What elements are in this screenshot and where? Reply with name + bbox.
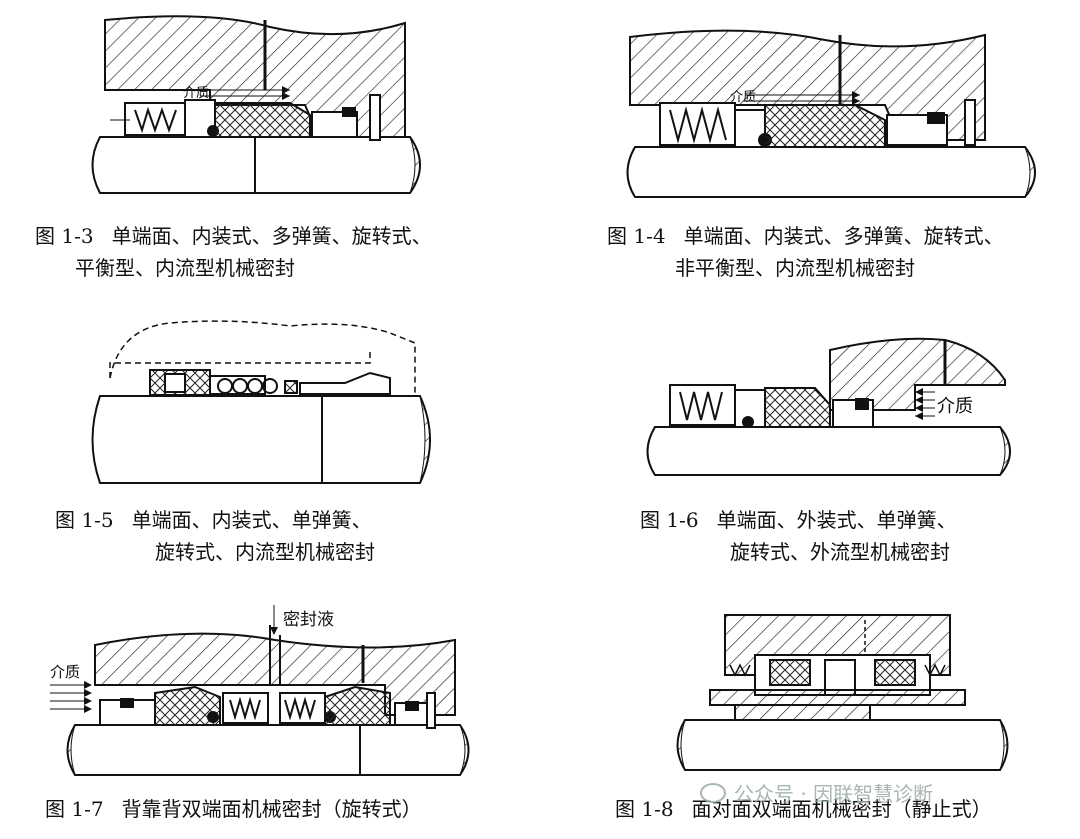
sealing-fluid-label: 密封液 xyxy=(283,610,334,630)
caption-line-1: 单端面、内装式、单弹簧、 xyxy=(131,508,372,532)
figure-number: 图 1-8 xyxy=(615,797,674,821)
caption-line-1: 背靠背双端面机械密封（旋转式） xyxy=(121,797,422,821)
seal-drawing-1-8 xyxy=(676,614,1009,771)
caption-1-7: 图 1-7 背靠背双端面机械密封（旋转式） xyxy=(45,793,485,825)
caption-line-1: 单端面、内装式、多弹簧、旋转式、 xyxy=(683,224,1004,248)
caption-1-8: 图 1-8 面对面双端面机械密封（静止式） xyxy=(615,793,1055,825)
caption-line-1: 单端面、内装式、多弹簧、旋转式、 xyxy=(111,224,432,248)
figure-1-8: 图 1-8 面对面双端面机械密封（静止式） xyxy=(615,605,1020,821)
caption-line-2: 非平衡型、内流型机械密封 xyxy=(675,256,915,280)
figure-1-7: 介质 密封液 图 1-7 背靠背双端面机械密封（旋转式） xyxy=(45,605,475,821)
figure-1-6: 介质 图 1-6 单端面、外装式、单弹簧、 旋转式、外流型机械密封 xyxy=(640,330,1025,564)
figure-number: 图 1-7 xyxy=(45,797,104,821)
caption-line-1: 单端面、外装式、单弹簧、 xyxy=(716,508,957,532)
figure-number: 图 1-3 xyxy=(35,224,94,248)
figure-number: 图 1-6 xyxy=(640,508,699,532)
figure-1-4: 介质 图 1-4 单端面、内装式、多弹簧、旋转式、 非平衡型、内流型机械密封 xyxy=(607,15,1045,280)
figure-number: 图 1-5 xyxy=(55,508,114,532)
caption-1-5: 图 1-5 单端面、内装式、单弹簧、 旋转式、内流型机械密封 xyxy=(55,504,475,568)
figure-1-5: 图 1-5 单端面、内装式、单弹簧、 旋转式、内流型机械密封 xyxy=(55,318,440,564)
medium-label: 介质 xyxy=(730,90,756,105)
wechat-icon xyxy=(700,783,726,803)
caption-line-1: 面对面双端面机械密封（静止式） xyxy=(691,797,992,821)
medium-label: 介质 xyxy=(183,86,209,101)
figure-1-3: 介质 图 1-3 单端面、内装式、多弹簧、旋转式、 平衡型、内流型机械密封 xyxy=(35,15,450,280)
medium-label: 介质 xyxy=(50,663,80,681)
medium-arrows xyxy=(50,681,92,713)
seal-drawing-1-3: 介质 xyxy=(91,15,421,194)
caption-line-2: 平衡型、内流型机械密封 xyxy=(75,256,295,280)
caption-1-4: 图 1-4 单端面、内装式、多弹簧、旋转式、 非平衡型、内流型机械密封 xyxy=(607,220,1067,284)
caption-1-6: 图 1-6 单端面、外装式、单弹簧、 旋转式、外流型机械密封 xyxy=(640,504,1040,568)
caption-line-2: 旋转式、内流型机械密封 xyxy=(155,540,375,564)
figure-number: 图 1-4 xyxy=(607,224,666,248)
watermark-text: 公众号 · 因联智慧诊断 xyxy=(734,782,934,806)
caption-line-2: 旋转式、外流型机械密封 xyxy=(730,540,950,564)
seal-drawing-1-6: 介质 xyxy=(646,337,1011,476)
caption-1-3: 图 1-3 单端面、内装式、多弹簧、旋转式、 平衡型、内流型机械密封 xyxy=(35,220,495,284)
medium-label: 介质 xyxy=(937,396,973,417)
seal-drawing-1-7: 介质 密封液 xyxy=(50,605,470,776)
seal-drawing-1-5 xyxy=(91,320,431,484)
watermark: 公众号 · 因联智慧诊断 xyxy=(700,778,933,807)
seal-drawing-1-4: 介质 xyxy=(626,29,1036,198)
